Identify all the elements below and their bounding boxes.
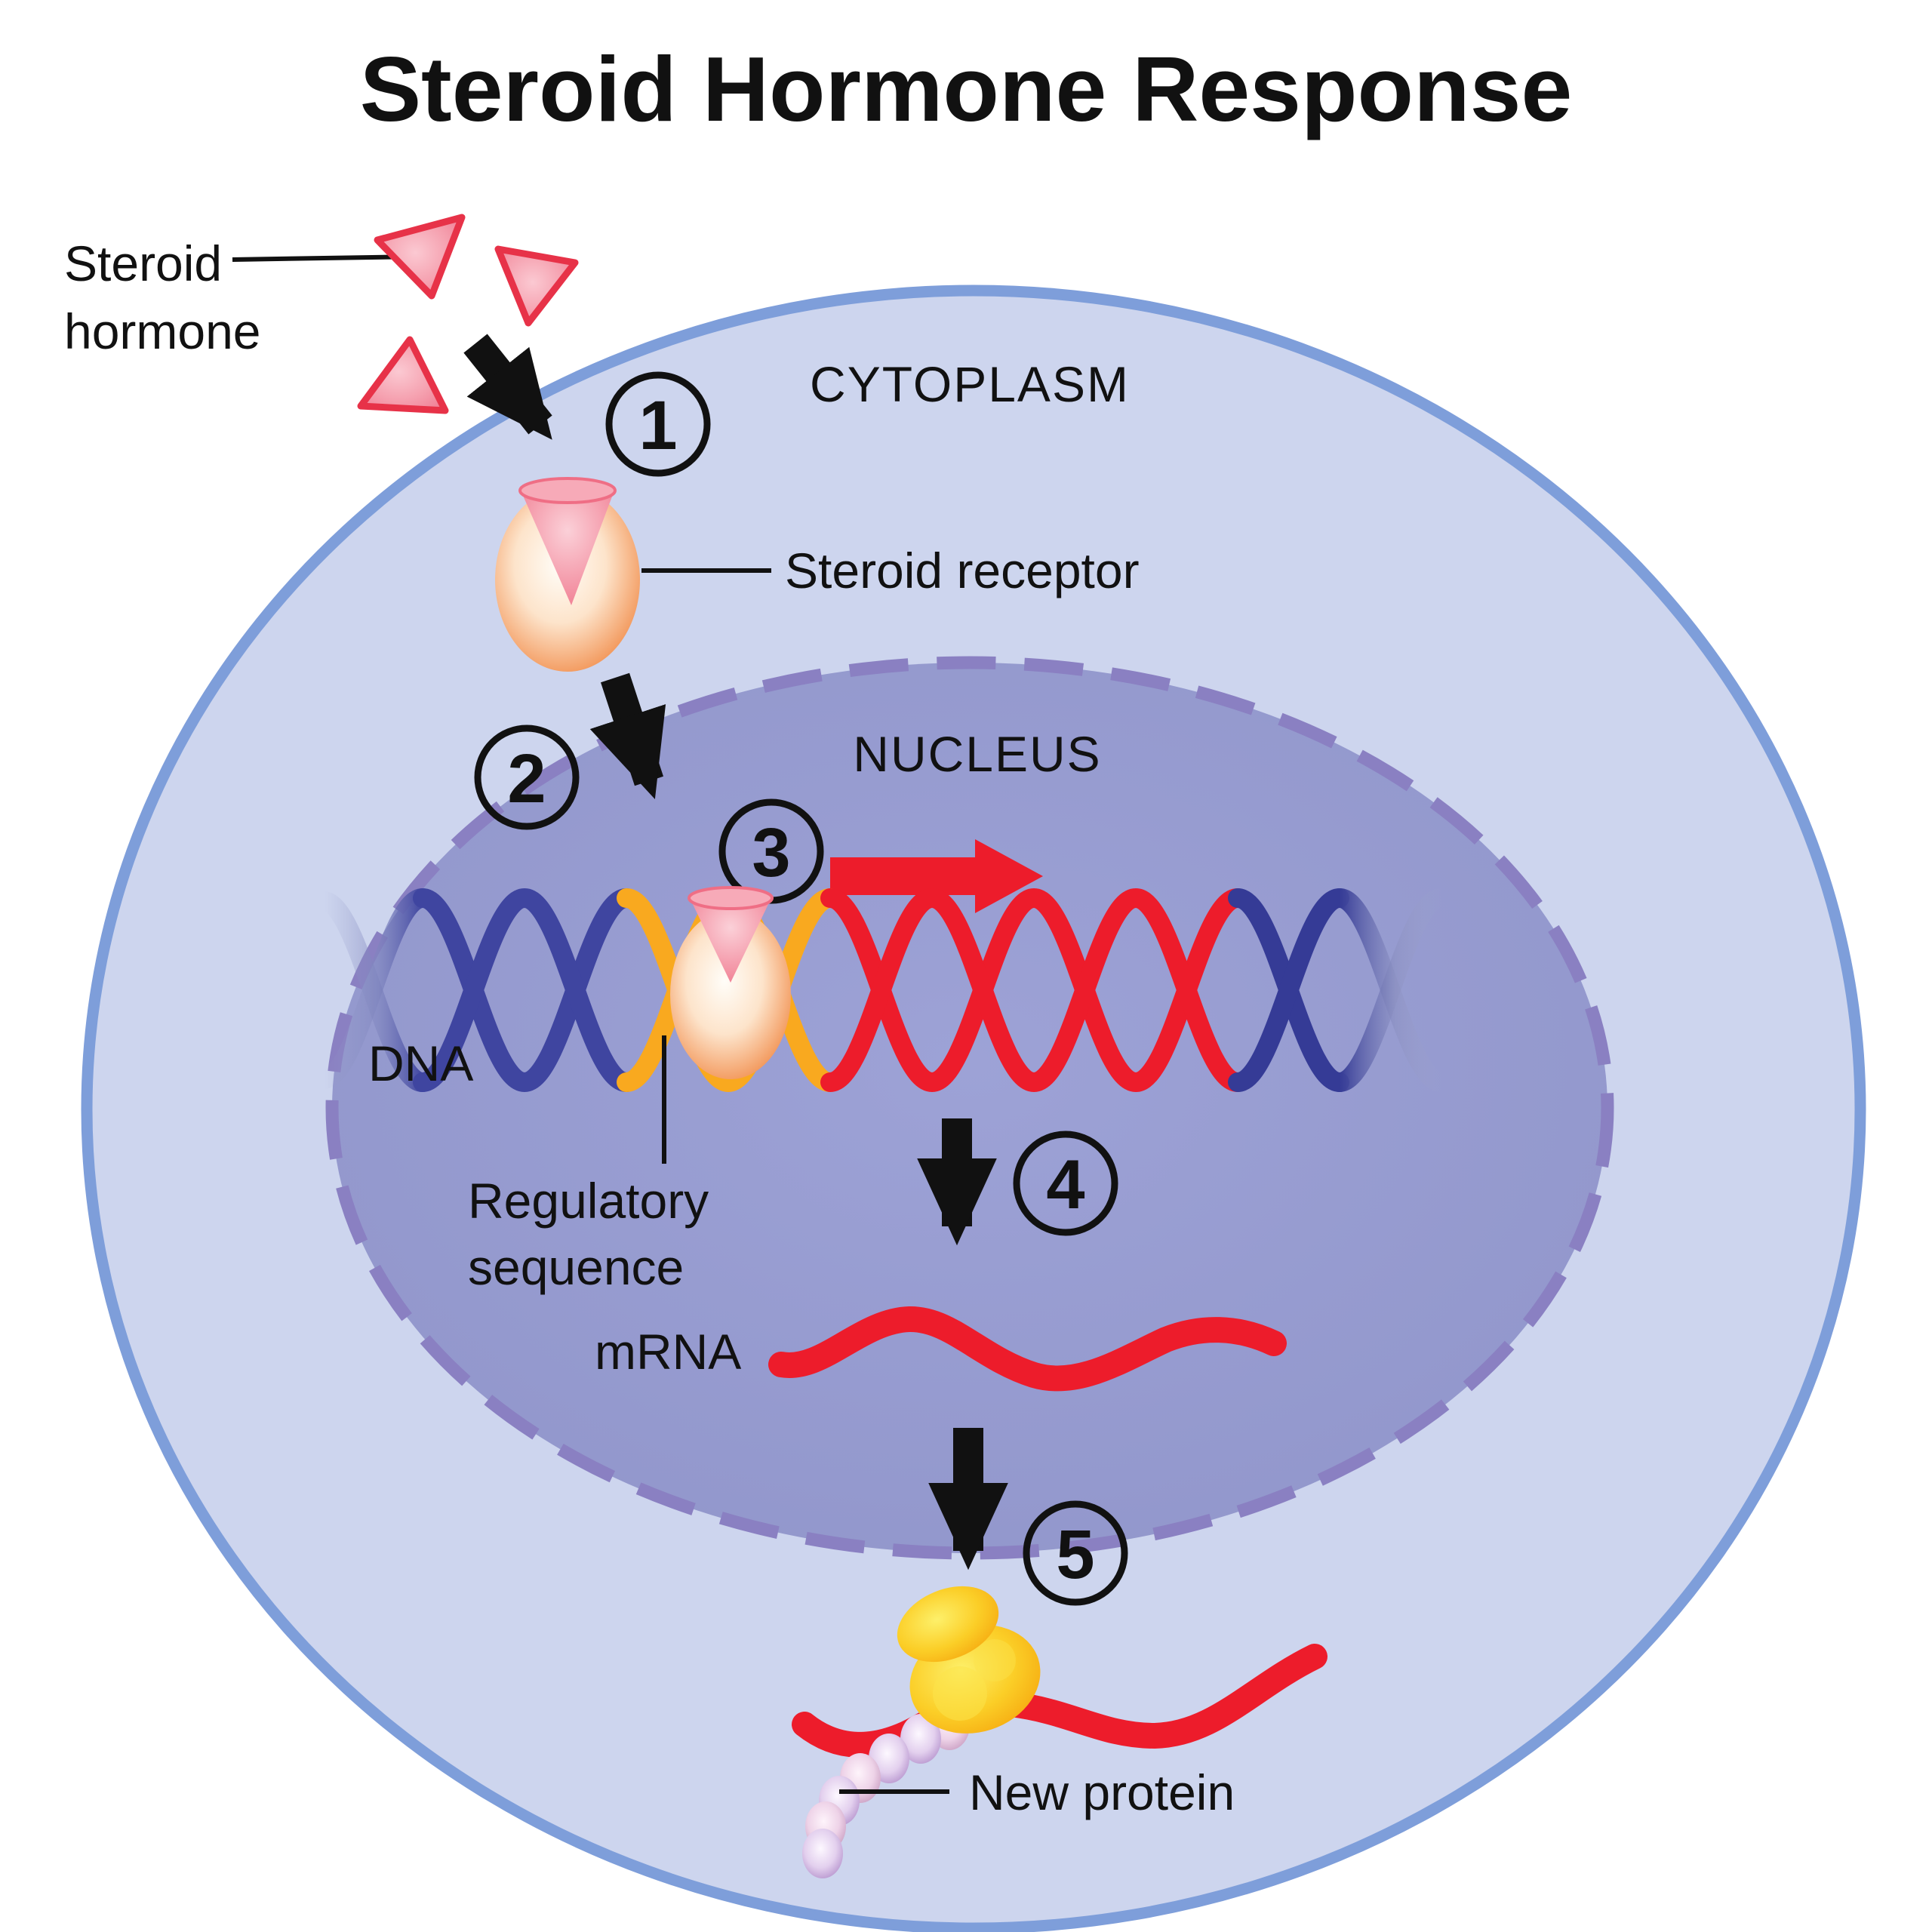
mrna-label: mRNA	[595, 1324, 741, 1380]
transcription-direction-arrow	[830, 839, 1043, 913]
ribosome-small-subunit	[897, 1586, 999, 1663]
hormone-triangle-icon	[374, 214, 466, 300]
step-1-circle	[605, 371, 711, 477]
dna-label: DNA	[368, 1035, 473, 1091]
step-4-badge: 4	[1013, 1131, 1118, 1236]
dna-bound-hormone-top	[688, 886, 774, 910]
dna-strand-blue	[413, 888, 636, 1093]
dna-fade-tail-right	[1330, 888, 1451, 1092]
dna-strand-blue	[1228, 888, 1349, 1092]
regulatory-sequence-strand	[617, 888, 840, 1093]
step-3-number: 3	[752, 814, 790, 891]
nucleus-label: NUCLEUS	[853, 726, 1101, 782]
step-5-badge: 5	[1023, 1500, 1128, 1606]
mrna-strand	[768, 1306, 1287, 1392]
bound-hormone-top	[518, 477, 617, 504]
step-5-number: 5	[1056, 1516, 1094, 1593]
dna-fade-tail-left	[315, 891, 432, 1092]
step-5-circle	[1023, 1500, 1128, 1606]
hormone-triangle-icon	[357, 336, 449, 414]
step-1-number: 1	[638, 387, 677, 464]
steroid-receptor-label-group: Steroid receptor	[641, 543, 1140, 598]
dna-gene-strand-red	[820, 888, 1247, 1093]
steroid-receptor	[495, 477, 640, 672]
step1-entry-arrow	[463, 334, 552, 440]
step-4-number: 4	[1046, 1146, 1084, 1223]
step2-nuclear-import-arrow	[589, 672, 666, 799]
step-2-circle	[474, 724, 580, 830]
regulatory-sequence-label-line1: Regulatory	[468, 1173, 709, 1229]
steroid-hormone-leader-line	[232, 254, 417, 262]
dna-bound-receptor-body	[670, 910, 791, 1079]
page-title: Steroid Hormone Response	[360, 38, 1573, 140]
protein-bead	[802, 1829, 843, 1878]
dna-gene-strand-red	[820, 888, 1247, 1093]
ribosome-detail	[974, 1639, 1016, 1681]
dna-bound-receptor	[670, 886, 791, 1079]
regulatory-sequence-label-line2: sequence	[468, 1239, 684, 1295]
dna-bound-hormone-icon	[690, 898, 771, 983]
ribosome-detail	[933, 1666, 987, 1721]
step-2-number: 2	[507, 740, 546, 817]
steroid-hormone-label-line1: Steroid	[64, 235, 222, 291]
step-4-circle	[1013, 1131, 1118, 1236]
nucleus-envelope	[325, 656, 1614, 1560]
steroid-hormone-molecules	[357, 214, 579, 414]
protein-bead	[900, 1714, 941, 1764]
bound-hormone-icon	[521, 491, 614, 605]
step-1-badge: 1	[605, 371, 711, 477]
steroid-hormone-label: Steroid hormone	[64, 235, 417, 359]
cytoplasm-label: CYTOPLASM	[810, 356, 1130, 412]
ribosome	[897, 1586, 1041, 1734]
new-protein-label-group: New protein	[839, 1764, 1235, 1820]
step-2-badge: 2	[474, 724, 580, 830]
dna-strand-blue	[413, 888, 636, 1092]
steroid-receptor-label: Steroid receptor	[785, 543, 1140, 598]
steroid-hormone-label-line2: hormone	[64, 303, 261, 359]
dna-helix	[315, 888, 1451, 1093]
hormone-triangle-icon	[494, 245, 579, 327]
new-protein-label: New protein	[969, 1764, 1235, 1820]
regulatory-sequence-label-group: Regulatory sequence	[468, 1035, 709, 1295]
